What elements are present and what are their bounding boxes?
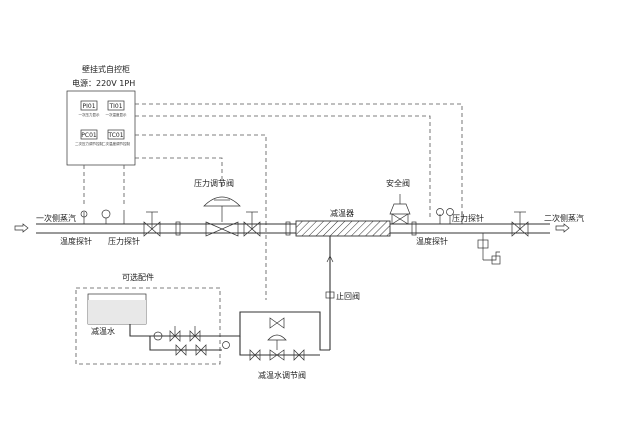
label-pressure-valve: 压力调节阀 bbox=[194, 178, 234, 188]
outlet-arrow-icon bbox=[555, 223, 570, 233]
pump-valve-group-icon bbox=[153, 326, 207, 356]
temp-probe-left bbox=[80, 210, 88, 224]
pressure-control-valve-icon bbox=[203, 196, 241, 237]
label-optional: 可选配件 bbox=[122, 272, 154, 282]
label-secondary-steam: 二次侧蒸汽 bbox=[544, 213, 584, 223]
label-desuper-water: 减温水 bbox=[91, 326, 115, 336]
instrument-box-tc01 bbox=[107, 129, 125, 140]
instrument-tag-pc01: PC01 bbox=[81, 132, 97, 139]
water-control-valve-icon bbox=[249, 317, 305, 361]
instrument-desc-pc01: 二次压力调节控制 bbox=[75, 141, 103, 146]
inlet-arrow-icon bbox=[14, 223, 29, 233]
label-desuperheater: 减温器 bbox=[330, 208, 354, 218]
instrument-desc-tc01: 二次温度调节控制 bbox=[102, 141, 130, 146]
water-pressure-gauge-icon bbox=[222, 341, 230, 349]
main-steam-pipe bbox=[36, 223, 550, 234]
instrument-desc-ti01: 一次温度显示 bbox=[106, 112, 127, 117]
label-water-valve: 减温水调节阀 bbox=[258, 370, 306, 380]
label-temp-probe-right: 温度探针 bbox=[416, 236, 448, 246]
control-cabinet bbox=[66, 90, 136, 166]
drain-trap-icon bbox=[477, 233, 501, 265]
outlet-gate-valve-icon bbox=[243, 211, 261, 237]
flange-left-icon bbox=[285, 221, 291, 236]
safety-valve-icon bbox=[389, 194, 411, 225]
check-valve-icon bbox=[325, 291, 335, 299]
label-temp-probe-left: 温度探针 bbox=[60, 236, 92, 246]
pressure-gauge-left-icon bbox=[101, 209, 125, 224]
label-pressure-probe-right: 压力探针 bbox=[452, 213, 484, 223]
instrument-desc-pi01: 一次压力显示 bbox=[79, 112, 100, 117]
instrument-tag-ti01: TI01 bbox=[108, 103, 122, 110]
label-primary-steam: 一次侧蒸汽 bbox=[36, 213, 76, 223]
flow-arrow-icon bbox=[326, 255, 334, 263]
cabinet-power: 电源：220V 1PH bbox=[72, 78, 135, 88]
cabinet-title: 壁挂式自控柜 bbox=[82, 64, 130, 74]
instrument-box-ti01 bbox=[107, 100, 125, 111]
instrument-box-pc01 bbox=[80, 129, 98, 140]
label-pressure-gauge-left: 压力探针 bbox=[108, 236, 140, 246]
strainer-icon bbox=[175, 221, 181, 236]
instrument-tag-tc01: TC01 bbox=[107, 132, 123, 139]
instrument-tag-pi01: PI01 bbox=[82, 103, 95, 110]
flange-right-icon bbox=[411, 221, 417, 236]
inlet-gate-valve-icon bbox=[143, 211, 161, 237]
optional-accessories-box bbox=[75, 287, 221, 365]
desuperheater-body bbox=[295, 220, 391, 237]
label-check-valve: 止回阀 bbox=[336, 291, 360, 301]
secondary-gate-valve-icon bbox=[511, 211, 529, 237]
label-safety-valve: 安全阀 bbox=[386, 178, 410, 188]
pressure-gauge-right-icon bbox=[436, 208, 463, 224]
water-fill bbox=[88, 300, 146, 324]
signal-lines bbox=[83, 103, 463, 300]
instrument-box-pi01 bbox=[80, 100, 98, 111]
water-piping bbox=[129, 311, 330, 356]
